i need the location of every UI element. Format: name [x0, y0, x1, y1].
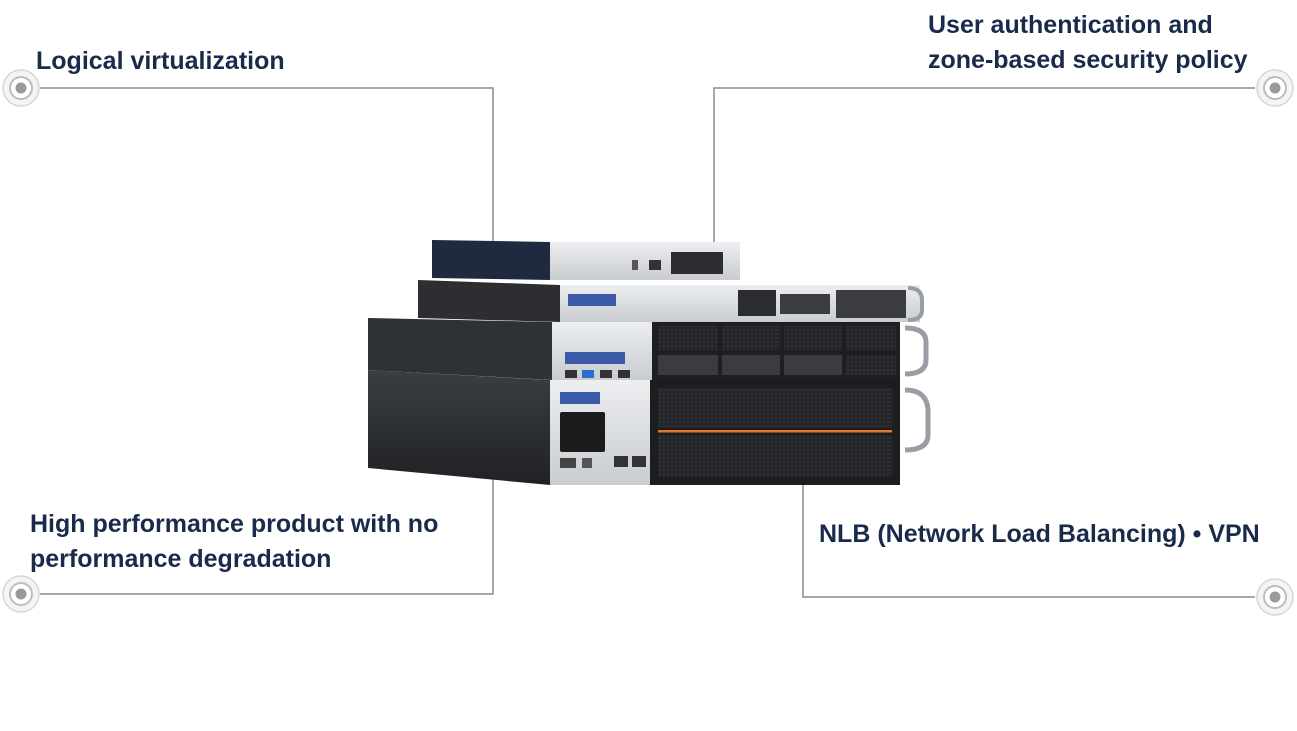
appliance-unit-bottom	[368, 370, 931, 485]
feature-label-nlb-vpn: NLB (Network Load Balancing) • VPN	[819, 517, 1260, 552]
feature-label-line: performance degradation	[30, 545, 332, 573]
appliance-stack-image	[368, 240, 931, 485]
callout-line-top-left	[40, 87, 494, 245]
callout-line-bottom-right	[802, 470, 1255, 598]
callout-line-top-right	[713, 87, 1255, 245]
appliance-unit-top	[432, 240, 740, 280]
target-icon	[2, 575, 40, 613]
feature-label-line: NLB (Network Load Balancing) • VPN	[819, 520, 1260, 548]
callout-line-bottom-left	[40, 470, 494, 595]
target-icon	[2, 69, 40, 107]
feature-label-line: High performance product with no	[30, 510, 439, 538]
feature-label-user-auth: User authentication and zone-based secur…	[928, 8, 1248, 78]
feature-label-line: Logical virtualization	[36, 47, 285, 75]
feature-label-line: zone-based security policy	[928, 46, 1248, 74]
feature-label-high-performance: High performance product with no perform…	[30, 507, 438, 577]
feature-label-logical-virtualization: Logical virtualization	[36, 44, 285, 79]
target-icon	[1256, 69, 1294, 107]
appliance-unit-second	[418, 280, 924, 322]
feature-label-line: User authentication and	[928, 11, 1213, 39]
target-icon	[1256, 578, 1294, 616]
appliance-unit-third	[368, 318, 929, 380]
